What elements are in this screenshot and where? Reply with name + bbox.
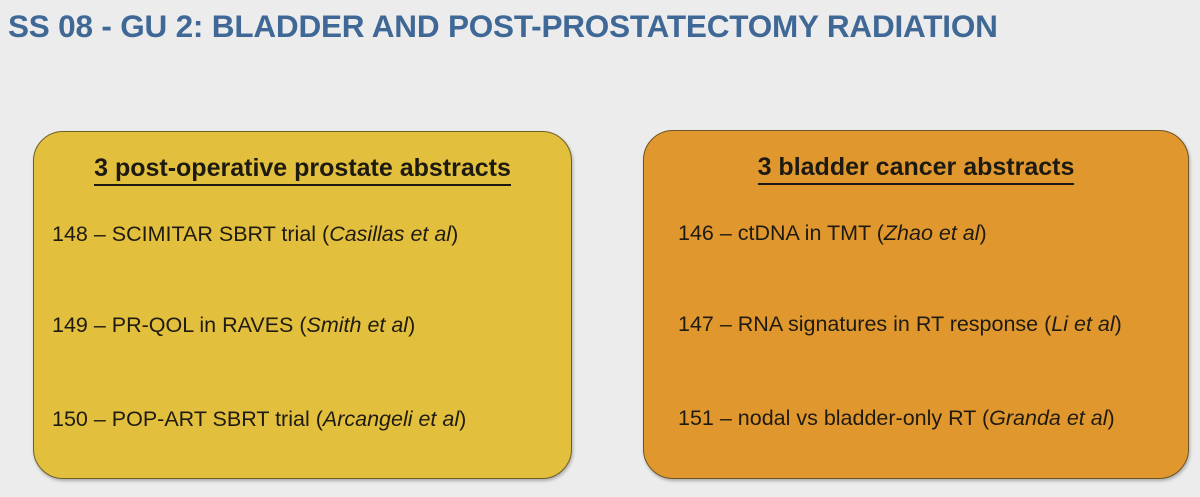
callout-content-bladder: 3 bladder cancer abstracts 146 – ctDNA i… [644,131,1188,478]
abstract-entry-150: 150 – POP-ART SBRT trial (Arcangeli et a… [52,407,467,431]
abstract-entry-149: 149 – PR-QOL in RAVES (Smith et al) [52,313,416,337]
callout-heading-bladder: 3 bladder cancer abstracts [644,153,1188,185]
callout-heading-prostate: 3 post-operative prostate abstracts [34,154,571,186]
list-item: 150 – POP-ART SBRT trial (Arcangeli et a… [52,406,466,432]
list-item: 146 – ctDNA in TMT (Zhao et al) [678,220,987,246]
page-title: SS 08 - GU 2: BLADDER AND POST-PROSTATEC… [8,8,998,44]
abstract-entry-151: 151 – nodal vs bladder-only RT (Granda e… [678,406,1115,430]
callout-content-prostate: 3 post-operative prostate abstracts 148 … [34,132,571,478]
callout-heading-prostate-text: 3 post-operative prostate abstracts [94,154,511,186]
list-item: 149 – PR-QOL in RAVES (Smith et al) [52,312,415,338]
list-item: 151 – nodal vs bladder-only RT (Granda e… [678,405,1115,431]
callout-box-bladder: 3 bladder cancer abstracts 146 – ctDNA i… [643,130,1189,479]
callout-box-prostate: 3 post-operative prostate abstracts 148 … [33,131,572,479]
list-item: 148 – SCIMITAR SBRT trial (Casillas et a… [52,221,458,247]
abstract-entry-146: 146 – ctDNA in TMT (Zhao et al) [678,221,987,245]
abstract-entry-148: 148 – SCIMITAR SBRT trial (Casillas et a… [52,222,459,246]
callout-heading-bladder-text: 3 bladder cancer abstracts [757,153,1075,185]
abstract-entry-147: 147 – RNA signatures in RT response (Li … [678,312,1122,336]
list-item: 147 – RNA signatures in RT response (Li … [678,311,1122,337]
